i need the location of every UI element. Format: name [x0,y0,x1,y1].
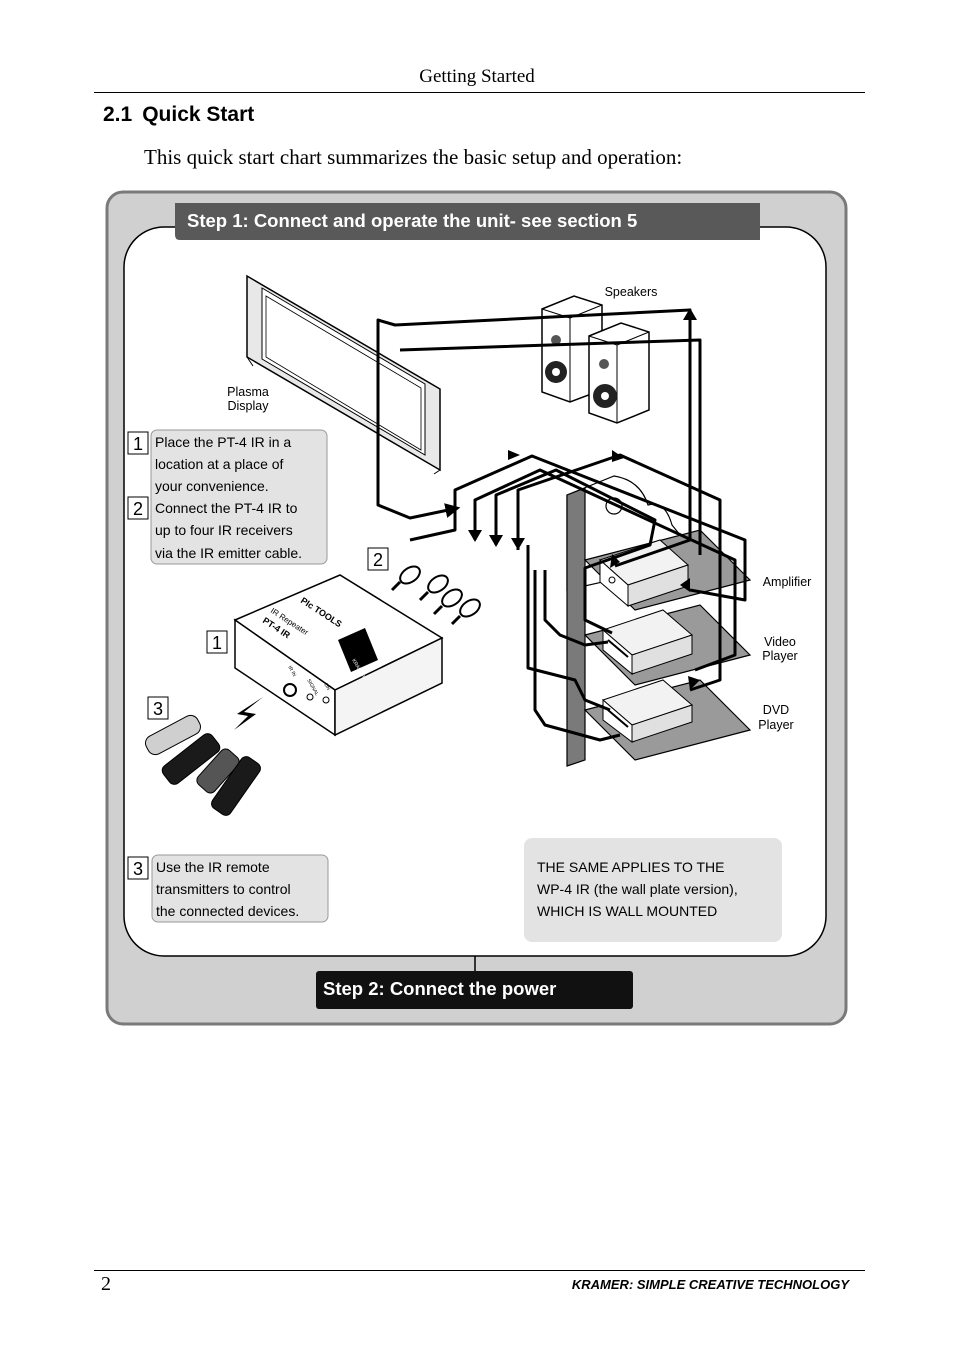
note-a-line: up to four IR receivers [155,522,293,538]
plasma-label-line2: Display [228,399,270,413]
note-c-line: THE SAME APPLIES TO THE [537,859,725,875]
cable-arrows [468,308,700,690]
marker-1-unit: 1 [212,633,222,653]
footer-rule [94,1270,865,1271]
video-player-label-line1: Video [764,635,796,649]
section-number: 2.1 [103,103,133,126]
plasma-label-line1: Plasma [227,385,269,399]
note-a-line: Place the PT-4 IR in a [155,434,291,450]
remote-controls-illustration [145,714,261,816]
unit-jack-label-in: IR IN [286,665,297,678]
marker-3-remotes: 3 [153,699,163,719]
header-rule [94,92,865,93]
note-c-line: WP-4 IR (the wall plate version), [537,881,738,897]
plasma-display-illustration [246,274,441,475]
step2-banner [316,971,633,1009]
note-b-line: the connected devices. [156,903,299,919]
amplifier-label: Amplifier [763,575,812,589]
equipment-rack-illustration [566,475,752,767]
note-a-line: via the IR emitter cable. [155,545,302,561]
pt4-ir-unit-illustration: PIc TOOLS IR Repeater PT-4 IR KRAMER IR … [233,574,444,737]
note-b-line: Use the IR remote [156,859,270,875]
running-header: Getting Started [419,66,535,87]
step2-title: Step 2: Connect the power [323,978,556,999]
marker-boxes [127,431,389,880]
note-wall-plate [524,838,782,942]
marker-1-note: 1 [133,434,143,454]
note-place-connect [150,429,328,565]
note-c-line: WHICH IS WALL MOUNTED [537,903,717,919]
dvd-player-label-line1: DVD [763,703,789,717]
ir-emitter-cables [376,308,747,742]
dvd-player-label-line2: Player [758,718,793,732]
note-wall-plate-text: THE SAME APPLIES TO THE WP-4 IR (the wal… [537,859,738,919]
video-player-label-line2: Player [762,649,797,663]
marker-2-note: 2 [133,499,143,519]
section-heading: 2.1 Quick Start [103,103,254,127]
marker-3-note: 3 [133,859,143,879]
section-title: Quick Start [142,103,255,126]
footer-brand: KRAMER: SIMPLE CREATIVE TECHNOLOGY [571,1277,849,1292]
step1-title: Step 1: Connect and operate the unit- se… [187,210,637,231]
note-remote-text: Use the IR remote transmitters to contro… [156,859,299,919]
speakers-illustration [541,295,650,424]
note-a-line: location at a place of [155,456,284,472]
note-a-line: Connect the PT-4 IR to [155,500,298,516]
note-a-line: your convenience. [155,478,269,494]
marker-2-plugs: 2 [373,550,383,570]
note-remote [151,854,329,923]
unit-jack-label-on: ON [322,682,331,692]
note-b-line: transmitters to control [156,881,291,897]
page-number: 2 [101,1273,111,1295]
ir-signal-icon [234,697,263,730]
ir-emitter-plugs [390,565,481,626]
speakers-label: Speakers [605,285,658,299]
step1-banner [175,203,760,240]
intro-paragraph: This quick start chart summarizes the ba… [144,145,683,169]
note-place-connect-text: Place the PT-4 IR in a location at a pla… [155,434,302,561]
